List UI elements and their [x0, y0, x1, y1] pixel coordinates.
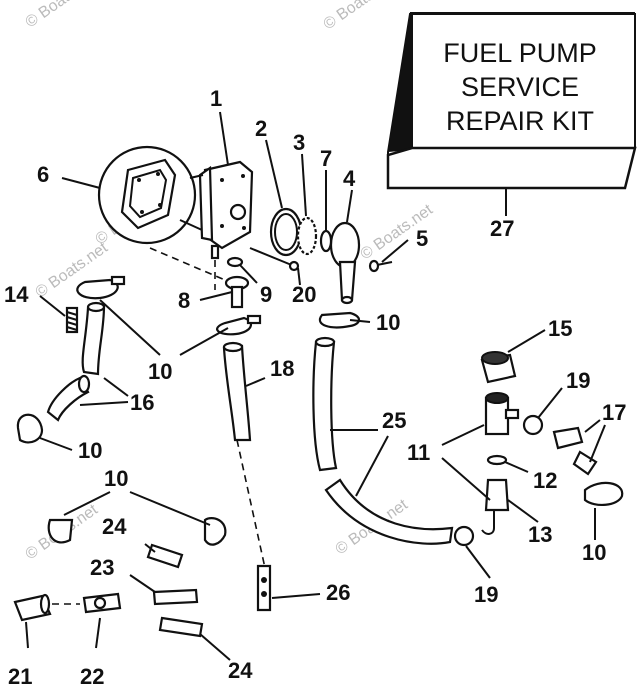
callout-10a: 10 — [376, 310, 400, 335]
hose-23 — [152, 588, 199, 606]
callout-11: 11 — [407, 440, 430, 465]
callout-26: 26 — [326, 580, 350, 605]
callout-labels: 1 2 3 7 4 5 6 8 9 20 14 10 10 16 10 18 2… — [4, 86, 626, 689]
callout-24b: 24 — [228, 658, 253, 683]
filter-o-ring — [486, 454, 508, 466]
pump-cover — [329, 221, 361, 305]
callout-22: 22 — [80, 664, 104, 689]
callout-14: 14 — [4, 282, 29, 307]
callout-19a: 19 — [566, 368, 590, 393]
callout-9: 9 — [260, 282, 272, 307]
fuel-hose-25 — [312, 336, 454, 545]
cover-screw — [368, 259, 393, 273]
callout-15: 15 — [548, 316, 572, 341]
inline-filter — [13, 593, 80, 622]
callout-10c: 10 — [78, 438, 102, 463]
kit-title-line2: SERVICE — [461, 72, 579, 102]
fuel-fitting — [224, 275, 250, 309]
callout-16: 16 — [130, 390, 154, 415]
callout-19b: 19 — [474, 582, 498, 607]
kit-title-line3: REPAIR KIT — [446, 106, 594, 136]
watermark-text: © Boats.net — [321, 0, 400, 33]
callout-24a: 24 — [102, 514, 127, 539]
callout-3: 3 — [293, 130, 305, 155]
callout-23: 23 — [90, 555, 114, 580]
callout-13: 13 — [528, 522, 552, 547]
kit-title-line1: FUEL PUMP — [443, 38, 597, 68]
tee-fitting — [82, 592, 122, 614]
callout-8: 8 — [178, 288, 190, 313]
watermark-text: © Boats.net — [23, 0, 102, 31]
callout-1: 1 — [210, 86, 222, 111]
callout-5: 5 — [416, 226, 428, 251]
callout-7: 7 — [320, 146, 332, 171]
manifold-fitting — [256, 564, 272, 612]
callout-2: 2 — [255, 116, 267, 141]
long-screw — [249, 247, 300, 272]
filter-hoses — [552, 426, 598, 476]
callout-17: 17 — [602, 400, 626, 425]
diaphragm — [296, 216, 318, 256]
callout-25: 25 — [382, 408, 406, 433]
repair-kit-box: FUEL PUMP SERVICE REPAIR KIT — [386, 12, 637, 190]
o-ring — [319, 229, 333, 253]
callout-6: 6 — [37, 162, 49, 187]
callout-10e: 10 — [104, 466, 128, 491]
callout-27: 27 — [490, 216, 514, 241]
spring — [65, 306, 79, 334]
callout-21: 21 — [8, 664, 32, 689]
fuel-pump-body — [198, 160, 254, 260]
washer — [226, 256, 244, 268]
filter-cap — [480, 351, 517, 384]
callout-20: 20 — [292, 282, 316, 307]
fuel-hose-18 — [222, 341, 252, 442]
filter-element — [481, 478, 510, 535]
pump-detail-inset — [97, 145, 204, 245]
callout-10d: 10 — [582, 540, 606, 565]
callout-18: 18 — [270, 356, 294, 381]
short-hoses — [46, 301, 106, 422]
filter-housing — [484, 392, 520, 436]
callout-10b: 10 — [148, 359, 172, 384]
short-hoses-24 — [146, 543, 204, 638]
callout-12: 12 — [533, 468, 557, 493]
callout-4: 4 — [343, 166, 356, 191]
leader-lines — [25, 111, 606, 661]
filter-connectors — [453, 414, 544, 547]
